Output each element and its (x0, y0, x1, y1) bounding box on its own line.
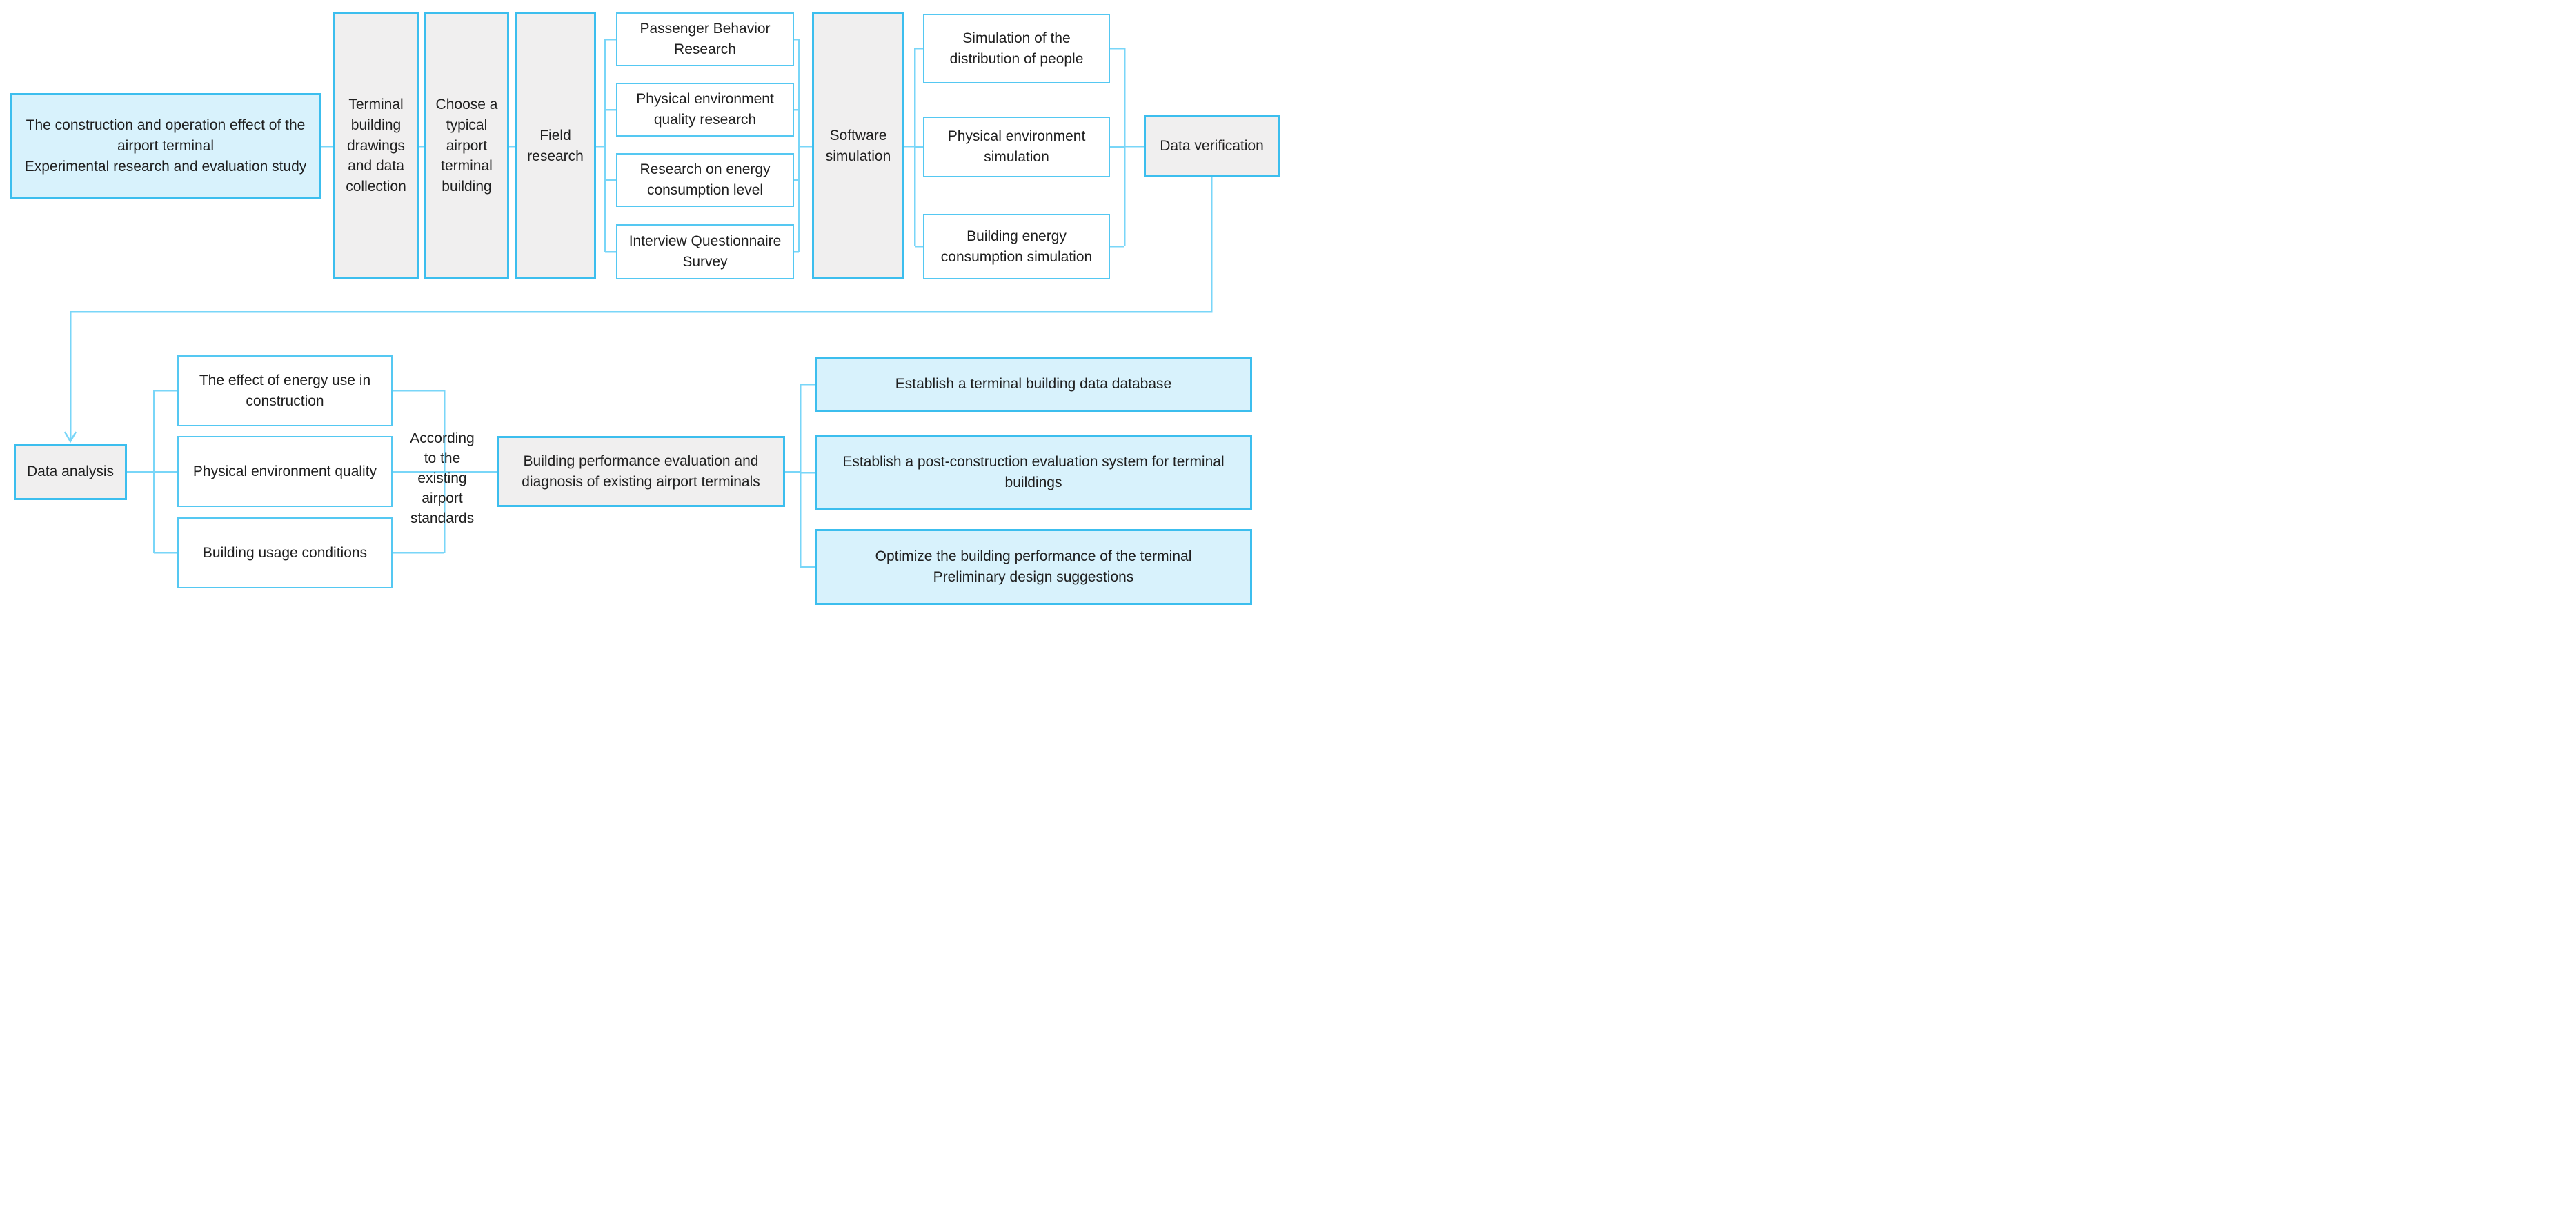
according-standards-label: According to the existing airport standa… (410, 430, 475, 526)
software-simulation-box: Software simulation (812, 12, 904, 279)
environment-simulation-box: Physical environment simulation (923, 117, 1110, 177)
environment-quality-research-box: Physical environment quality research (616, 83, 794, 137)
arrowhead-down-icon (63, 431, 77, 444)
passenger-behavior-box: Passenger Behavior Research (616, 12, 794, 66)
connectors-top-row (321, 38, 1144, 253)
root-study-line2: Experimental research and evaluation stu… (24, 158, 307, 175)
usage-conditions-box: Building usage conditions (177, 517, 393, 588)
root-study-box: The construction and operation effect of… (10, 93, 321, 199)
flowchart-canvas: The construction and operation effect of… (0, 0, 1288, 616)
energy-consumption-research-box: Research on energy consumption level (616, 153, 794, 207)
root-study-text: The construction and operation effect of… (18, 115, 313, 177)
interview-survey-box: Interview Questionnaire Survey (616, 224, 794, 279)
people-distribution-simulation-box: Simulation of the distribution of people (923, 14, 1110, 83)
optimization-outcome-line1: Optimize the building performance of the… (875, 548, 1192, 565)
field-research-box: Field research (515, 12, 596, 279)
database-outcome-box: Establish a terminal building data datab… (815, 357, 1252, 412)
evaluation-system-outcome-box: Establish a post-construction evaluation… (815, 435, 1252, 510)
connectors-bottom-row (127, 383, 815, 568)
optimization-outcome-box: Optimize the building performance of the… (815, 529, 1252, 605)
environment-quality-box: Physical environment quality (177, 436, 393, 507)
connector-lines (63, 38, 1213, 568)
optimization-outcome-line2: Preliminary design suggestions (933, 569, 1134, 585)
energy-use-effect-box: The effect of energy use in construction (177, 355, 393, 426)
performance-evaluation-box: Building performance evaluation and diag… (497, 436, 785, 507)
optimization-outcome-text: Optimize the building performance of the… (875, 546, 1192, 588)
data-analysis-box: Data analysis (14, 444, 127, 500)
data-verification-box: Data verification (1144, 115, 1280, 177)
choose-terminal-box: Choose a typical airport terminal buildi… (424, 12, 509, 279)
root-study-line1: The construction and operation effect of… (26, 117, 306, 155)
connector-verification-to-analysis (69, 177, 1213, 440)
energy-simulation-box: Building energy consumption simulation (923, 214, 1110, 279)
data-collection-box: Terminal building drawings and data coll… (333, 12, 419, 279)
